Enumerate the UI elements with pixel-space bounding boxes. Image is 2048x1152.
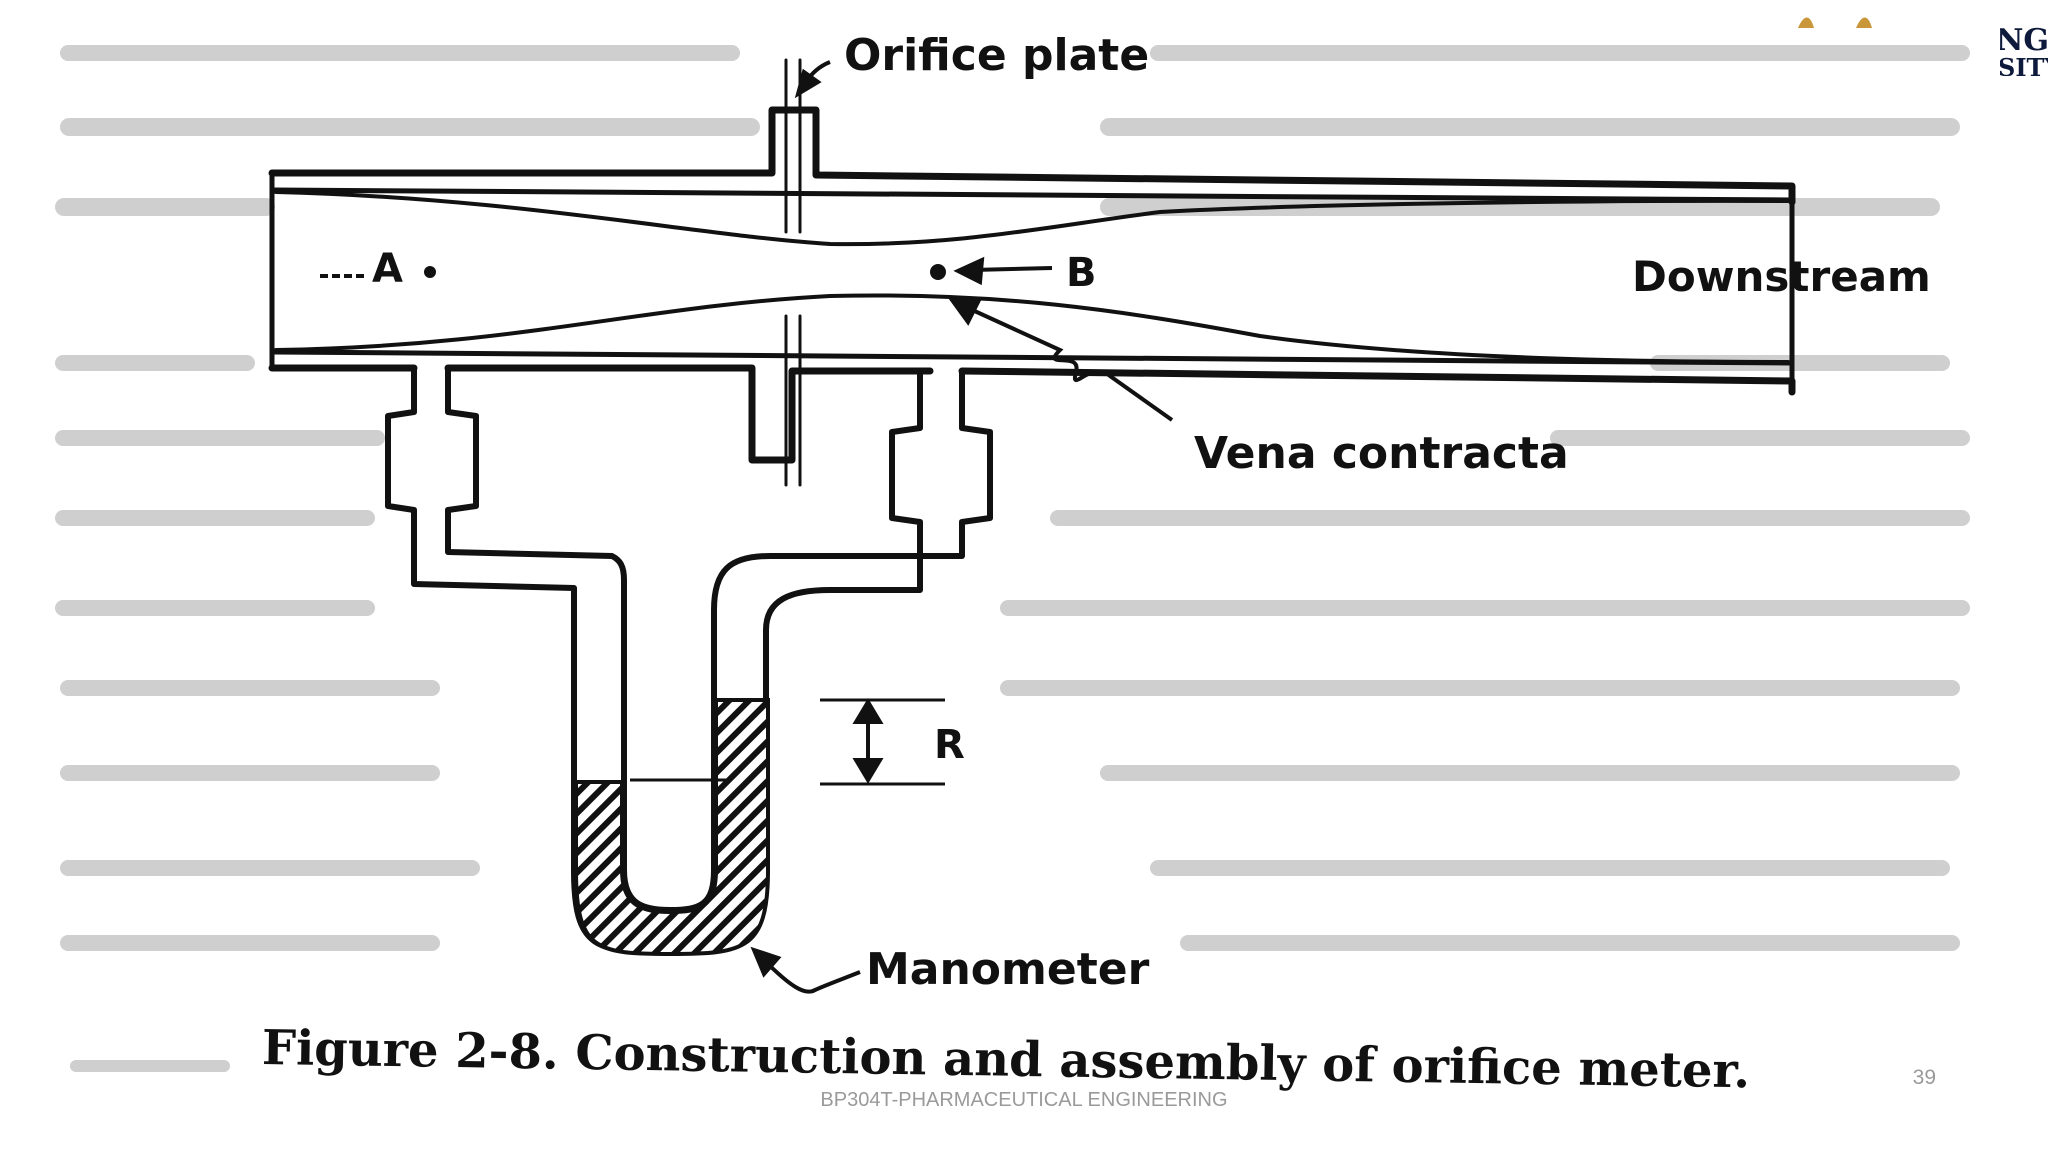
pipe (268, 58, 1796, 487)
label-point-b: B (1066, 250, 1097, 296)
page-number: 39 (1912, 1066, 1936, 1089)
point-b-arrow (953, 256, 1053, 286)
point-a-dot (424, 266, 436, 278)
label-downstream: Downstream (1632, 252, 1931, 301)
manometer (385, 368, 993, 955)
pipe-top-wall (268, 106, 1796, 206)
reading-double-arrow (852, 698, 884, 784)
footer-course-code: BP304T-PHARMACEUTICAL ENGINEERING (820, 1089, 1228, 1111)
vena-contracta-arrow (947, 297, 1174, 422)
flow-streamline-top (274, 190, 1790, 247)
pipe-bottom-wall-inner (271, 349, 1793, 366)
pipe-top-wall-inner (271, 187, 1793, 203)
logo-text-line2: SITY (2000, 53, 2048, 77)
orifice-plate-upper (784, 58, 802, 234)
orifice-plate-lower (784, 314, 802, 487)
manometer-arrow (750, 946, 861, 994)
label-orifice-plate: Orifice plate (844, 30, 1150, 81)
orifice-plate-arrow (794, 60, 831, 99)
label-manometer: Manometer (866, 944, 1150, 995)
point-b-dot (930, 264, 946, 280)
logo-text-line1: NGA (2000, 26, 2048, 58)
manometer-left-tube-outer (385, 368, 923, 955)
logo: NGA SITY (2000, 26, 2048, 76)
flow-streamline-bottom (274, 293, 1790, 364)
level-lines (630, 698, 945, 786)
logo-gold-mark (1798, 17, 1872, 28)
label-reading-r: R (934, 722, 965, 768)
manometer-fluid (574, 698, 770, 957)
label-point-a: A (372, 246, 403, 292)
label-vena-contracta: Vena contracta (1194, 428, 1569, 479)
